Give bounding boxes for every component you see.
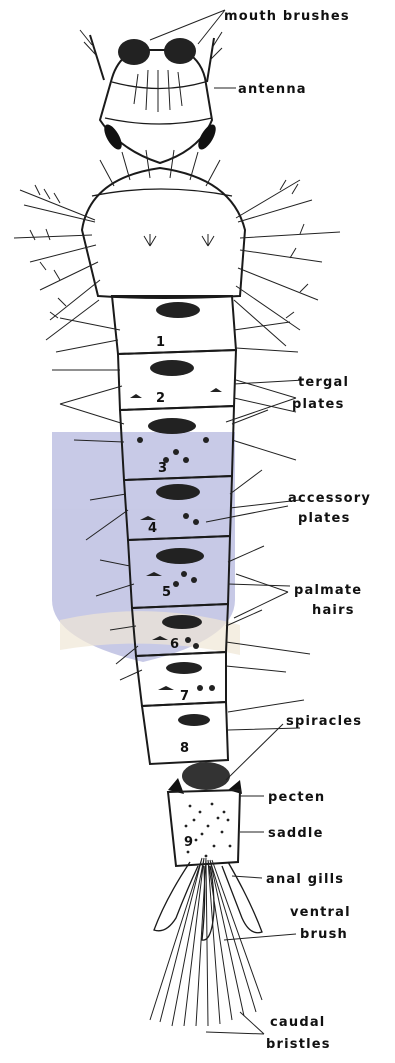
label-tergal-plates: plates [292, 397, 345, 412]
label-ventral-brush: brush [300, 927, 348, 942]
mouth-brush-left [118, 39, 150, 65]
watermark-crest [52, 432, 240, 662]
anal-gills [154, 862, 262, 940]
leader-palmate-hairs [234, 574, 288, 618]
segment-label-7: 7 [180, 689, 189, 704]
label-palmate-hairs: hairs [312, 603, 355, 618]
tergal-plate-5 [156, 548, 204, 564]
label-antenna: antenna [238, 82, 307, 97]
tergal-plate-6 [162, 615, 202, 629]
label-saddle: saddle [268, 826, 324, 841]
tergal-plate-2 [150, 360, 194, 376]
segment-label-3: 3 [158, 461, 167, 476]
saddle [168, 790, 240, 866]
segment-label-2: 2 [156, 391, 165, 406]
pecten-structure [182, 762, 230, 790]
ventral-brush [150, 858, 262, 1026]
segment-2 [118, 350, 236, 410]
leader-tergal-plates [226, 380, 296, 422]
label-ventral: ventral [290, 905, 351, 920]
tergal-plate-4 [156, 484, 200, 500]
segment-label-6: 6 [170, 637, 179, 652]
segment-label-1: 1 [156, 335, 165, 350]
head [80, 30, 222, 163]
segment-label-4: 4 [148, 521, 157, 536]
leader-spiracles [226, 724, 283, 780]
tergal-plate-7 [166, 662, 202, 674]
eye-right [195, 122, 219, 152]
leader-caudal-bristles [206, 1012, 264, 1034]
tergal-plate-8 [178, 714, 210, 726]
label-caudal-bristles: bristles [266, 1037, 331, 1052]
leader-ventral-brush [224, 934, 296, 940]
label-spiracles: spiracles [286, 714, 362, 729]
label-anal-gills: anal gills [266, 872, 344, 887]
label-accessory: accessory [288, 491, 371, 506]
segment-label-5: 5 [162, 585, 171, 600]
label-tergal: tergal [298, 375, 349, 390]
tergal-plate-1 [156, 302, 200, 318]
label-palmate: palmate [294, 583, 362, 598]
label-pecten: pecten [268, 790, 325, 805]
label-accessory-plates: plates [298, 511, 351, 526]
label-caudal: caudal [270, 1015, 325, 1030]
label-mouth-brushes: mouth brushes [224, 9, 350, 24]
mouth-brush-right [164, 38, 196, 64]
tergal-plate-3 [148, 418, 196, 434]
segment-label-8: 8 [180, 741, 189, 756]
antenna-left [90, 35, 104, 80]
segment-label-9: 9 [184, 835, 193, 850]
